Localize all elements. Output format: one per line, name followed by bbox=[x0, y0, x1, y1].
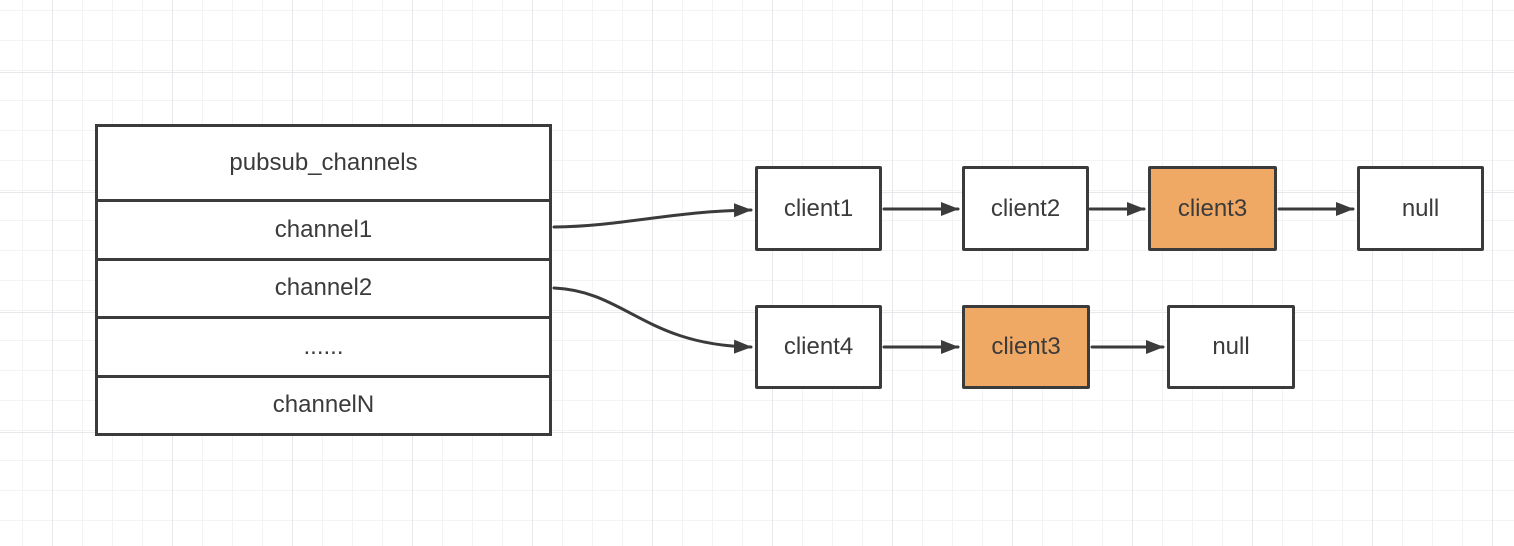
node-client4[interactable]: client4 bbox=[755, 305, 882, 389]
table-row-channelN[interactable]: channelN bbox=[98, 374, 549, 433]
table-row-channel2[interactable]: channel2 bbox=[98, 257, 549, 316]
node-null-top[interactable]: null bbox=[1357, 166, 1484, 251]
node-null-bottom[interactable]: null bbox=[1167, 305, 1295, 389]
node-client3-bottom[interactable]: client3 bbox=[962, 305, 1090, 389]
table-row-ellipsis[interactable]: ...... bbox=[98, 316, 549, 374]
node-client3-top[interactable]: client3 bbox=[1148, 166, 1277, 251]
node-client2[interactable]: client2 bbox=[962, 166, 1089, 251]
arrow-channel1-to-client1[interactable] bbox=[552, 203, 753, 229]
node-client1[interactable]: client1 bbox=[755, 166, 882, 251]
arrow-channel2-to-client4[interactable] bbox=[552, 286, 753, 354]
table-row-channel1[interactable]: channel1 bbox=[98, 199, 549, 257]
table-header-cell[interactable]: pubsub_channels bbox=[229, 149, 418, 177]
pubsub-channels-table[interactable]: pubsub_channels channel1 channel2 ......… bbox=[95, 124, 552, 436]
